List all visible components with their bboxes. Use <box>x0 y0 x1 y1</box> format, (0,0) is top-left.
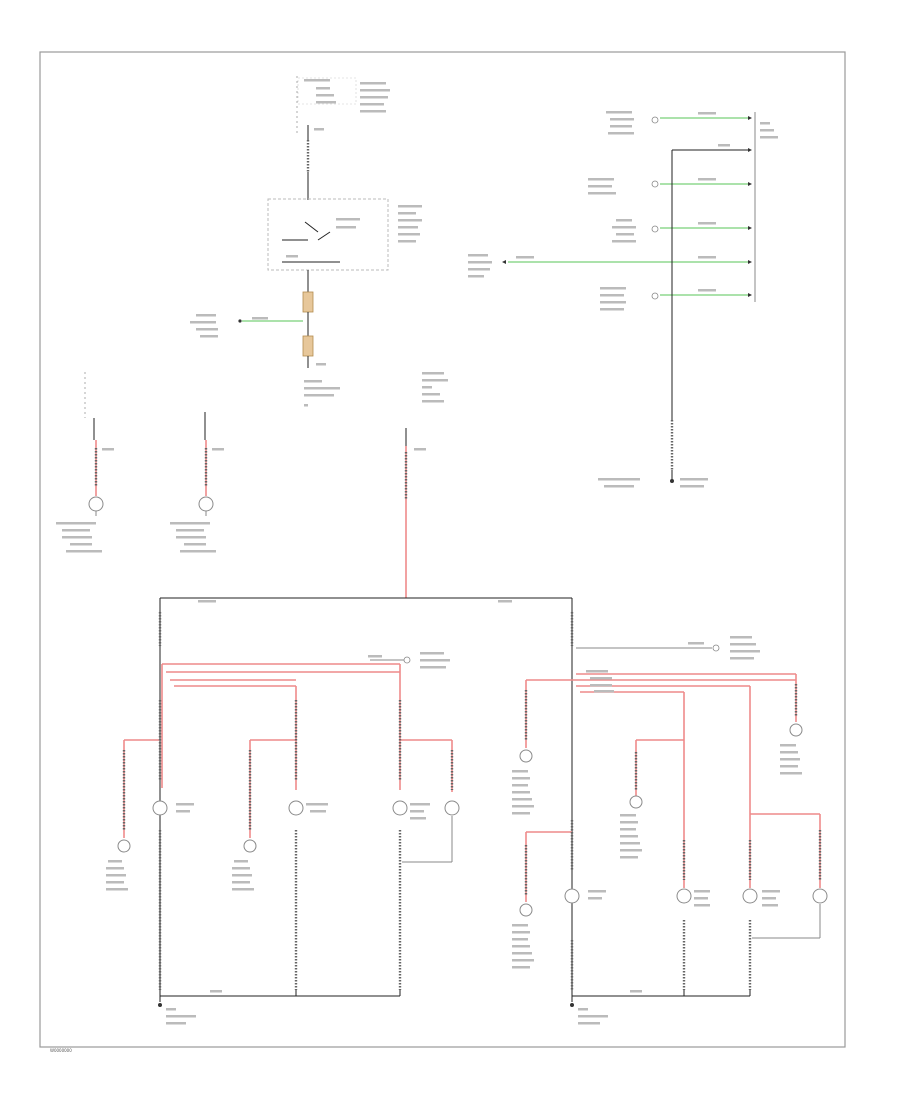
bulb-right-tail <box>288 800 304 816</box>
bulb-right-group-b <box>789 723 803 737</box>
fuse-connector-upper <box>302 291 314 313</box>
trailer-connector-section <box>468 111 778 488</box>
bulb-right-group-tail-left <box>564 888 580 904</box>
bulb-right-group-d <box>519 903 533 917</box>
bulb-right-group-tail-right <box>676 888 692 904</box>
bulb-right-group-license-2 <box>812 888 828 904</box>
fuse-connector-lower <box>302 335 314 357</box>
bulb-right-group-c <box>629 795 643 809</box>
bulb-right-group-license-1 <box>742 888 758 904</box>
bulb-side-marker-right <box>198 496 214 512</box>
diagram-frame <box>39 51 846 1048</box>
fuse-switch-section <box>190 76 422 407</box>
lamp-circuits-section <box>106 597 828 1025</box>
switch-box <box>267 198 389 271</box>
bulb-left-tail <box>152 800 168 816</box>
bulb-right-marker <box>243 839 257 853</box>
bulb-left-marker <box>117 839 131 853</box>
bulb-license-2 <box>444 800 460 816</box>
bulb-license-1 <box>392 800 408 816</box>
side-marker-section <box>56 372 448 598</box>
figure-code: W0000000 <box>50 1048 72 1053</box>
bulb-right-group-a <box>519 749 533 763</box>
bulb-side-marker-left <box>88 496 104 512</box>
